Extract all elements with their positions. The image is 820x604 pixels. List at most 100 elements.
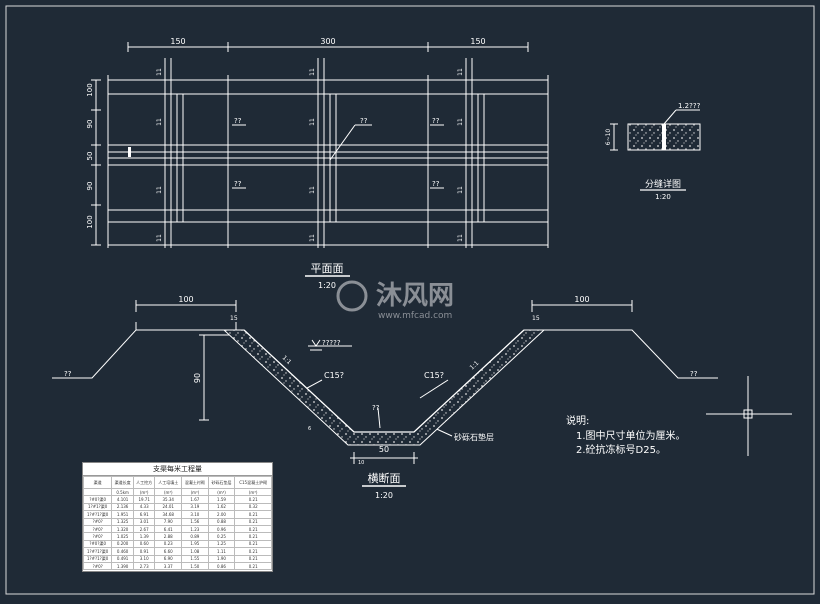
table-cell: 0.89 (181, 532, 209, 541)
plan-tick-label: 11 (156, 118, 163, 126)
section-dim-bottom-small: 10 (358, 460, 364, 466)
table-cell: 1.320 (111, 524, 134, 534)
table-header-cell: 人工培填土 (154, 476, 183, 489)
drawing-border (5, 5, 815, 595)
plan-callout: ?? (234, 117, 242, 125)
table-cell: 1.23 (181, 524, 209, 534)
table-cell: 0.25 (207, 532, 236, 541)
section-concrete-right: C15? (424, 371, 444, 380)
section-dim-side-small: 6 (308, 426, 311, 432)
section-slope-right: 1:1 (469, 360, 481, 372)
joint-scale: 1:20 (655, 193, 671, 201)
table-cell: ?#0? (82, 561, 113, 571)
notes-heading: 说明: (566, 414, 589, 427)
table-cell: 0.60 (132, 539, 156, 549)
table-cell: 6.90 (154, 554, 183, 563)
table-cell: 1?#?1?渠0 (82, 510, 113, 519)
watermark: 沐风网 www.mfcad.com (336, 280, 454, 321)
joint-label-side: 6~10 (605, 129, 612, 146)
table-cell: ?#0?渠0 (82, 495, 113, 504)
plan-dim-left: 150 (170, 37, 185, 46)
plan-tick-label: 11 (309, 118, 316, 126)
table-unit-cell: (m³) (181, 487, 209, 497)
table-cell: 1.50 (181, 561, 209, 571)
table-cell: 1.025 (111, 532, 134, 541)
table-grid: 渠道 渠道长度 人工挖方 人工培填土 混凝土衬砌 砂砾石垫层 C15混凝土护砌 … (82, 476, 272, 571)
table-header-cell: 砂砾石垫层 (207, 476, 236, 489)
plan-tick-label: 11 (309, 68, 316, 76)
section-left-ground: ?? (64, 370, 72, 378)
plan-tick-label: 11 (457, 234, 464, 242)
table-cell: 0.21 (234, 517, 272, 526)
table-cell: 3.37 (154, 561, 183, 571)
section-bottom-callout: ?? (372, 404, 380, 412)
table-cell: 1.325 (111, 517, 134, 526)
plan-dim-right: 150 (470, 37, 485, 46)
table-cell: ?#0? (82, 524, 113, 534)
table-cell: 1?#?1?渠0 (82, 547, 113, 556)
plan-title: 平面面 (311, 262, 344, 275)
table-cell: 0.460 (111, 547, 134, 556)
table-cell: 3.10 (132, 554, 156, 563)
table-cell: 0.88 (207, 517, 236, 526)
table-cell: 4.101 (111, 495, 134, 504)
watermark-logo-icon (336, 280, 368, 312)
plan-callout: ?? (360, 117, 368, 125)
table-cell: 35.34 (154, 495, 183, 504)
table-cell: 2.136 (111, 502, 134, 512)
section-title: 横断面 (368, 471, 401, 485)
section-dim-height: 90 (193, 373, 202, 383)
table-unit-cell (82, 487, 113, 497)
plan-tick-label: 11 (156, 186, 163, 194)
section-scale: 1:20 (375, 491, 393, 500)
table-cell: 1.39 (132, 532, 156, 541)
plan-callout: ?? (432, 117, 440, 125)
plan-dim-center: 300 (320, 37, 335, 46)
table-header-row: 渠道 渠道长度 人工挖方 人工培填土 混凝土衬砌 砂砾石垫层 C15混凝土护砌 (82, 476, 272, 489)
table-cell: 0.32 (234, 502, 272, 512)
table-unit-cell: 0.5km (111, 487, 134, 497)
watermark-cn: 沐风网 (376, 281, 454, 311)
plan-callout: ?? (432, 180, 440, 188)
table-cell: 3.19 (181, 502, 209, 512)
table-cell: 1.08 (181, 547, 209, 556)
table-unit-cell: (m³) (154, 487, 183, 497)
table-cell: ?#0? (82, 517, 113, 526)
table-cell: 3.10 (181, 510, 209, 519)
table-unit-row: 0.5km (m³) (m³) (m³) (m³) (m³) (82, 487, 272, 497)
table-cell: 0.96 (207, 524, 236, 534)
table-unit-cell: (m³) (207, 487, 236, 497)
quantity-table: 支渠每米工程量 渠道 渠道长度 人工挖方 人工培填土 混凝土衬砌 砂砾石垫层 C… (82, 462, 273, 572)
plan-dim-v1: 100 (86, 83, 94, 96)
joint-label-top: 1.2??? (678, 102, 701, 110)
table-cell: 1.59 (207, 495, 236, 504)
section-gravel-layer: 砂砾石垫层 (454, 432, 494, 442)
table-cell: 6.60 (154, 547, 183, 556)
table-cell: 19.71 (132, 495, 156, 504)
section-dim-left-small: 15 (230, 315, 238, 322)
table-header-cell: 渠道 (82, 476, 113, 489)
plan-view (91, 42, 549, 248)
table-unit-cell: (m³) (234, 487, 272, 497)
table-cell: 0.23 (154, 539, 183, 549)
table-cell: 1.951 (111, 510, 134, 519)
table-cell: 1.62 (207, 502, 236, 512)
table-cell: 2.67 (132, 524, 156, 534)
table-cell: ?#0? (82, 532, 113, 541)
plan-dim-v3: 50 (86, 152, 94, 161)
section-right-ground: ?? (690, 370, 698, 378)
table-cell: 6.91 (132, 510, 156, 519)
plan-dim-v4: 90 (86, 182, 94, 191)
table-cell: 2.00 (207, 510, 236, 519)
watermark-url: www.mfcad.com (378, 311, 452, 321)
table-title: 支渠每米工程量 (83, 463, 272, 476)
notes-line2: 2.砼抗冻标号D25。 (576, 443, 666, 456)
table-cell: 2.88 (154, 532, 183, 541)
